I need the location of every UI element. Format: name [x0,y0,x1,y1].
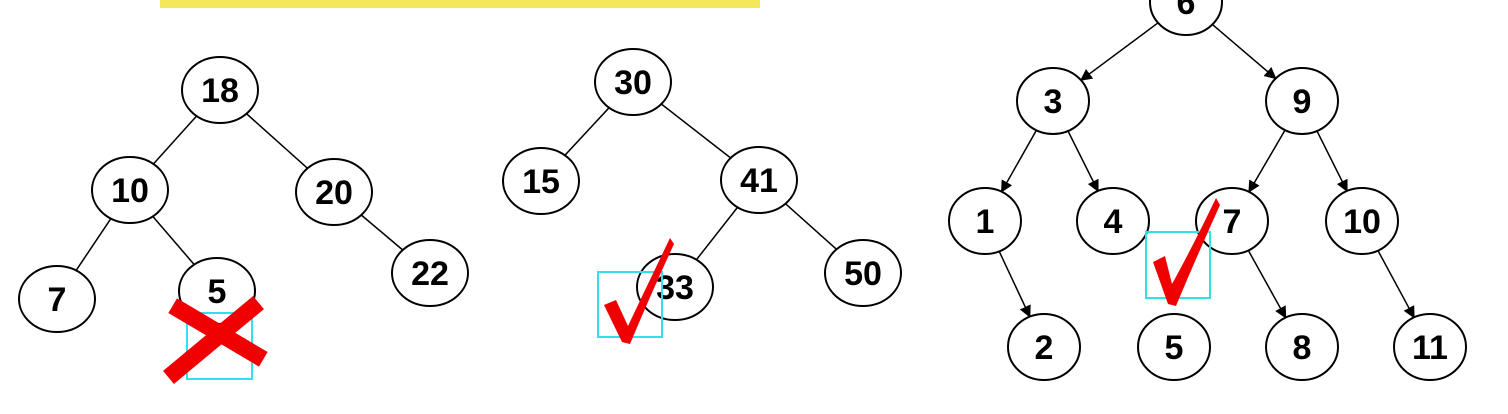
node-circle [391,239,469,307]
edge-t3-9-t3-10 [1316,130,1348,193]
node-label: 8 [1293,329,1312,367]
node-label: 11 [1412,329,1448,367]
node-t3-11: 11 [1393,313,1467,381]
node-t3-6: 6 [1149,0,1223,36]
checkmark-icon [1153,198,1220,306]
node-circle [502,147,580,215]
edge-t3-3-t3-1 [1000,129,1038,193]
node-circle [295,158,373,226]
node-t3-2: 2 [1007,313,1081,381]
node-t1-18: 18 [181,56,259,124]
node-t3-3: 3 [1016,67,1090,135]
node-t1-7: 7 [18,265,96,333]
edge-t3-3-t3-4 [1067,130,1099,193]
node-t2-41: 41 [720,146,798,214]
edge-t2-30-t2-15 [564,107,610,156]
node-t3-4: 4 [1076,187,1150,255]
node-circle [948,187,1022,255]
edge-t3-6-t3-9 [1211,23,1277,80]
edge-t3-7-t3-8 [1247,250,1287,319]
edge-t3-6-t3-3 [1079,22,1159,81]
node-t2-30: 30 [594,48,672,116]
node-circle [1393,313,1467,381]
node-label: 10 [111,172,149,210]
node-circle [1149,0,1223,36]
tree2-verdict [597,238,674,344]
node-label: 41 [740,162,778,200]
edge-t2-41-t2-33 [695,206,739,261]
node-label: 2 [1035,329,1054,367]
node-label: 4 [1104,203,1123,241]
node-label: 7 [48,281,67,319]
node-circle [1265,313,1339,381]
node-label: 20 [315,174,353,212]
node-label: 5 [1165,329,1184,367]
node-t3-1: 1 [948,187,1022,255]
node-label: 15 [522,163,560,201]
node-t3-10: 10 [1325,187,1399,255]
edge-t1-18-t1-10 [152,115,198,165]
node-t1-10: 10 [91,156,169,224]
checkmark-icon [604,238,674,344]
node-circle [1076,187,1150,255]
top-banner [160,0,760,8]
node-label: 50 [844,255,882,293]
node-circle [594,48,672,116]
node-t3-9: 9 [1265,67,1339,135]
node-circle [1265,67,1339,135]
node-label: 6 [1177,0,1196,22]
tree1-verdict [163,296,268,384]
node-label: 22 [411,255,449,293]
node-circle [824,239,902,307]
tree3-verdict [1145,198,1220,306]
node-t1-5: 5 [178,257,256,325]
node-circle [181,56,259,124]
node-t3-5: 5 [1137,313,1211,381]
node-circle [1325,187,1399,255]
node-circle [1007,313,1081,381]
node-circle [1137,313,1211,381]
node-label: 30 [614,64,652,102]
edge-t1-20-t1-22 [360,214,404,251]
edge-t3-10-t3-11 [1377,250,1415,319]
node-t3-8: 8 [1265,313,1339,381]
edge-t2-30-t2-41 [660,103,732,159]
node-label: 9 [1293,83,1312,121]
edges-layer [75,22,1415,319]
node-label: 5 [208,273,227,311]
edge-t1-18-t1-20 [245,113,309,169]
edge-t3-1-t3-2 [998,251,1031,318]
node-label: 18 [201,72,239,110]
edge-t1-10-t1-7 [75,218,112,271]
node-circle [720,146,798,214]
node-circle [91,156,169,224]
node-circle [18,265,96,333]
node-t2-15: 15 [502,147,580,215]
edge-t2-41-t2-50 [784,203,838,250]
node-circle [1016,67,1090,135]
node-label: 3 [1044,83,1063,121]
node-label: 7 [1223,203,1242,241]
node-label: 1 [976,203,995,241]
edge-t3-9-t3-7 [1248,129,1286,193]
node-t1-20: 20 [295,158,373,226]
cross-icon [163,296,268,384]
node-t1-22: 22 [391,239,469,307]
node-label: 10 [1343,203,1381,241]
edge-t1-10-t1-5 [152,215,195,266]
node-t2-50: 50 [824,239,902,307]
